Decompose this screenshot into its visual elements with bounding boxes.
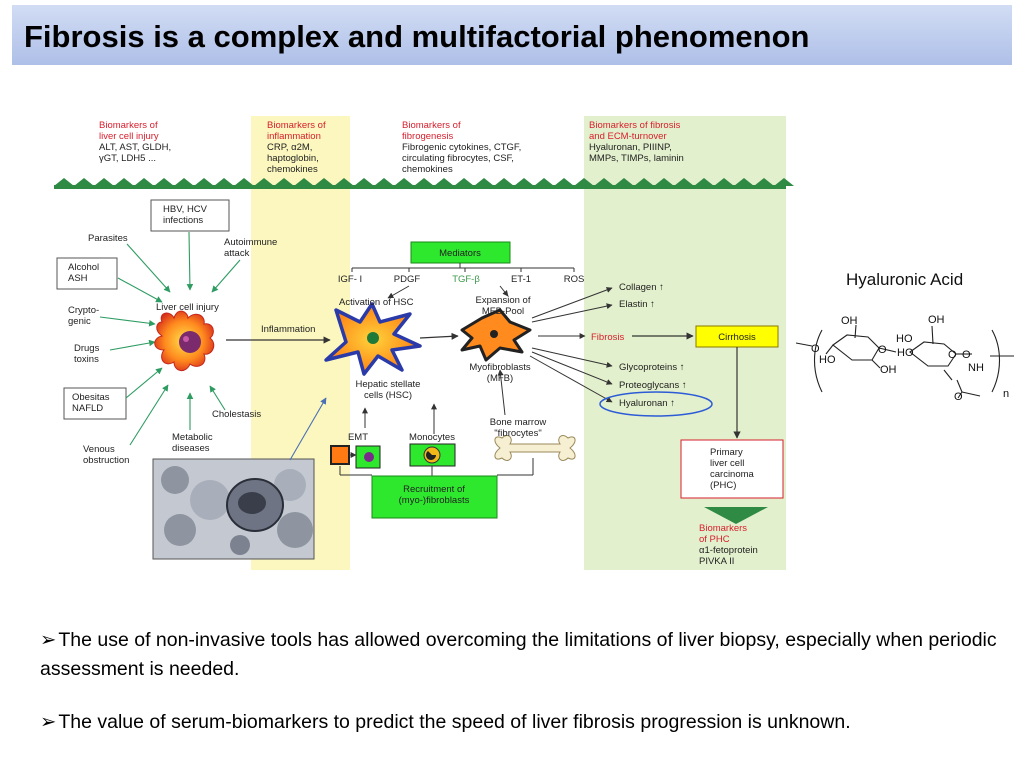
label-fibrosis: Fibrosis — [591, 332, 625, 343]
bullet-1: ➢The use of non-invasive tools has allow… — [40, 626, 1010, 684]
phc-box — [680, 439, 784, 499]
nucleolus-icon — [183, 336, 189, 342]
hbv-hcv-box — [150, 199, 230, 232]
label-liver-cell-injury: Liver cell injury — [156, 302, 219, 313]
alcohol-box — [56, 257, 118, 290]
label-mediator-1: PDGF — [394, 274, 421, 285]
monocyte-nucleus-icon — [426, 451, 436, 460]
label-cirrhosis: Cirrhosis — [718, 332, 756, 343]
bullet-2: ➢The value of serum-biomarkers to predic… — [40, 708, 1010, 737]
bullet-mark: ➢ — [40, 711, 57, 733]
ha-atom-11: O — [954, 391, 963, 403]
cause-arrows — [99, 231, 241, 446]
product-arrows — [529, 287, 613, 403]
ha-atom-6: OH — [928, 314, 945, 326]
ha-atom-7: O — [962, 349, 971, 361]
label-product-3: Proteoglycans ↑ — [619, 380, 687, 391]
label-bone-marrow: Bone marrow"fibrocytes" — [490, 417, 547, 439]
ha-atom-9: O — [948, 349, 957, 361]
biomarker-body-3: Hyaluronan, PIIINP,MMPs, TIMPs, laminin — [589, 142, 684, 164]
liver-cell-nucleus-icon — [179, 331, 201, 353]
bullet-mark: ➢ — [40, 629, 57, 651]
ha-atom-1: O — [811, 343, 820, 355]
ha-atom-4: HO — [897, 347, 914, 359]
hyaluronan-highlight — [599, 391, 713, 417]
bullet-2-text: The value of serum-biomarkers to predict… — [58, 711, 851, 733]
label-cholestasis: Cholestasis — [212, 409, 261, 420]
label-inflammation: Inflammation — [261, 324, 315, 335]
phc-down-arrow-icon — [704, 507, 768, 524]
label-hyaluronic-acid: Hyaluronic Acid — [846, 270, 963, 289]
label-cryptogenic: Crypto-genic — [68, 305, 99, 327]
label-mediator-0: IGF- I — [338, 274, 362, 285]
label-mediator-4: ROS — [564, 274, 585, 285]
bone-icon — [494, 435, 576, 461]
biomarker-body-1: CRP, α2M,haptoglobin,chemokines — [267, 142, 319, 175]
label-mediator-2: TGF-β — [452, 274, 480, 285]
label-product-0: Collagen ↑ — [619, 282, 664, 293]
ha-atom-0: OH — [841, 315, 858, 327]
ha-atom-10: NH — [968, 362, 984, 374]
micrograph-texture — [161, 466, 313, 555]
bullet-1-text: The use of non-invasive tools has allowe… — [40, 629, 997, 680]
ha-atom-5: OH — [880, 364, 897, 376]
label-mediator-3: ET-1 — [511, 274, 531, 285]
label-myofibroblasts: Myofibroblasts(MFB) — [469, 362, 530, 384]
micrograph-nucleolus — [238, 492, 266, 514]
ha-atom-2: HO — [819, 354, 836, 366]
mfb-nucleus-icon — [490, 330, 498, 338]
title-bar: Fibrosis is a complex and multifactorial… — [12, 5, 1012, 65]
recruitment-box — [371, 475, 498, 519]
ha-atom-3: O — [878, 344, 887, 356]
label-monocytes: Monocytes — [409, 432, 455, 443]
ha-atom-8: HO — [896, 333, 913, 345]
emt-nucleus-icon — [364, 452, 374, 462]
biomarker-body-0: ALT, AST, GLDH,γGT, LDH5 ... — [99, 142, 171, 164]
ha-atom-12: n — [1003, 388, 1009, 400]
mediator-lines — [351, 263, 575, 272]
label-parasites: Parasites — [88, 233, 128, 244]
obesitas-box — [63, 387, 127, 420]
label-activation-hsc: Activation of HSC — [339, 297, 414, 308]
recruitment-lines — [339, 458, 534, 477]
label-emt: EMT — [348, 432, 368, 443]
slide-title: Fibrosis is a complex and multifactorial… — [24, 19, 810, 54]
label-product-1: Elastin ↑ — [619, 299, 655, 310]
green-strip — [54, 178, 794, 189]
hsc-nucleus-icon — [367, 332, 379, 344]
label-product-4: Hyaluronan ↑ — [619, 398, 675, 409]
biomarker-body-2: Fibrogenic cytokines, CTGF,circulating f… — [402, 142, 521, 175]
label-mediators: Mediators — [439, 248, 481, 259]
label-product-2: Glycoproteins ↑ — [619, 362, 684, 373]
emt-cell-a-icon — [330, 445, 350, 465]
hyaluronic-acid-structure — [795, 324, 1014, 399]
label-recruitment: Recruitment of(myo-)fibroblasts — [399, 484, 470, 506]
